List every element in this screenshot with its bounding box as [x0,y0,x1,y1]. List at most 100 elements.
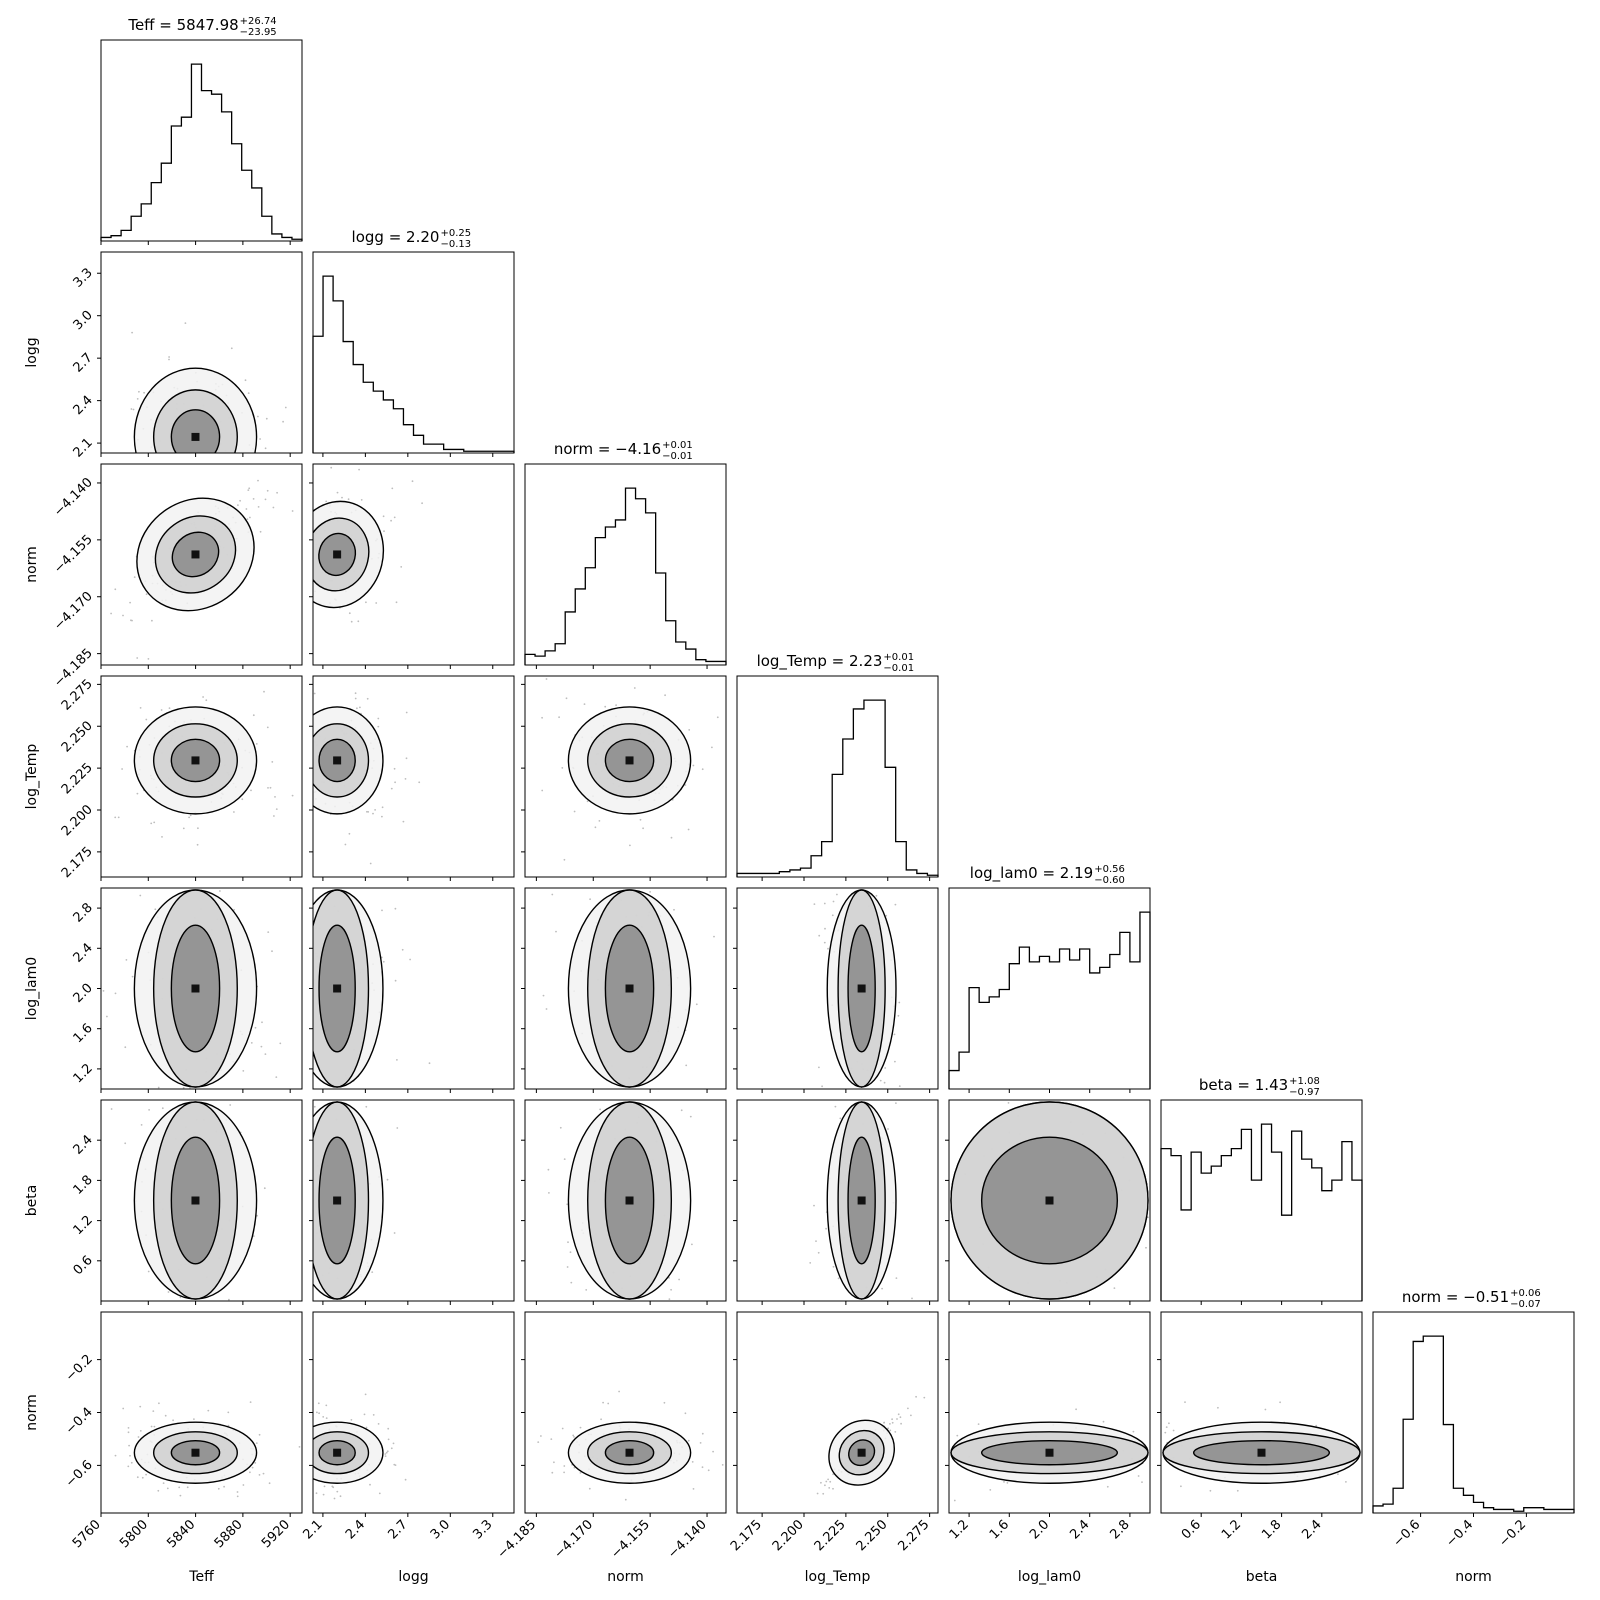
panel-frame [312,463,515,666]
x-tick-label: 2.200 [770,1517,807,1554]
density-contours [567,706,692,815]
panel-title: beta = 1.43 [1199,1076,1288,1094]
panel-frame [100,39,303,242]
x-tick-label: −0.6 [1390,1517,1423,1550]
panel-frame [100,463,303,666]
density-contours [567,1421,692,1484]
y-tick-label: 2.4 [71,393,96,418]
scatter-panel-norm-vs-Teff [97,463,303,669]
y-axis-label: norm [24,1394,40,1431]
title-minus-error: −23.95 [240,27,277,38]
histogram-panel-norm: norm = −4.16+0.01−0.01 [524,440,727,669]
title-plus-error: +0.25 [440,228,471,239]
x-tick-label: 2.0 [1027,1517,1052,1542]
x-tick-label: 1.8 [1259,1517,1284,1542]
x-tick-label: −4.155 [608,1517,653,1562]
title-plus-error: +26.74 [240,16,277,27]
panel-title: norm = −0.51 [1402,1288,1509,1306]
histogram-panel-Teff: Teff = 5847.98+26.74−23.95 [100,16,303,245]
scatter-panel-log_lam0-vs-Teff [97,887,303,1093]
histogram-steps [100,63,303,241]
x-tick-label: 2.225 [812,1517,849,1554]
x-tick-label: 1.2 [947,1517,972,1542]
x-tick-label: −0.4 [1443,1517,1476,1550]
y-tick-label: 2.225 [59,760,96,797]
y-tick-label: 1.6 [71,1021,96,1046]
density-contours [136,497,255,612]
panel-title: Teff = 5847.98 [127,16,238,34]
y-tick-label: 1.2 [71,1061,96,1086]
histogram-panel-logg: logg = 2.20+0.25−0.13 [312,228,515,457]
x-tick-label: −0.2 [1496,1517,1529,1550]
histogram-panel-log_Temp: log_Temp = 2.23+0.01−0.01 [736,652,939,881]
y-axis-label: beta [24,1185,40,1217]
histogram-steps [948,911,1151,1089]
scatter-panel-log_lam0-vs-norm [521,887,727,1093]
title-minus-error: −0.60 [1094,875,1125,886]
x-axis-label: logg [398,1569,428,1585]
y-tick-label: 2.250 [59,718,96,755]
x-tick-label: 2.275 [896,1517,933,1554]
scatter-panel-beta-vs-log_lam0 [945,1099,1151,1305]
scatter-panel-beta-vs-norm [521,1099,727,1305]
scatter-panel-log_Temp-vs-Teff [97,675,303,881]
histogram-steps [524,487,727,665]
x-tick-label: 3.0 [428,1517,453,1542]
density-contours [1162,1421,1361,1484]
panel-frame [100,1099,303,1302]
y-axis-label: log_lam0 [24,957,40,1020]
x-tick-label: 5840 [164,1517,198,1551]
panel-frame [736,675,939,878]
density-contours [133,367,258,453]
y-tick-label: 2.175 [59,844,96,881]
x-tick-label: −4.185 [495,1517,540,1562]
x-tick-label: 5760 [70,1517,104,1551]
x-tick-label: 5880 [212,1517,246,1551]
x-axis-label: log_lam0 [1018,1569,1081,1585]
y-tick-label: −0.6 [63,1458,96,1491]
panel-title: logg = 2.20 [352,228,440,246]
title-minus-error: −0.97 [1289,1087,1320,1098]
x-tick-label: −4.140 [665,1517,710,1562]
panel-title: log_Temp = 2.23 [757,652,883,671]
scatter-panel-norm-vs-beta [1157,1311,1363,1517]
x-tick-label: 2.7 [385,1517,410,1542]
density-contours [950,1421,1149,1484]
scatter-panel-beta-vs-log_Temp [733,1099,939,1305]
histogram-steps [1160,1123,1363,1301]
x-tick-label: 2.175 [728,1517,765,1554]
density-contours [313,1101,384,1300]
density-contours [950,1101,1149,1300]
density-contours [826,889,897,1088]
title-minus-error: −0.07 [1510,1299,1541,1310]
histogram-steps [1372,1335,1575,1513]
panel-frame [524,675,727,878]
x-axis-label: norm [607,1569,644,1585]
scatter-panel-log_lam0-vs-log_Temp [733,887,939,1093]
density-contours [567,889,692,1088]
scatter-panel-norm-vs-Teff [97,1311,303,1517]
histogram-panel-beta: beta = 1.43+1.08−0.97 [1160,1076,1363,1305]
title-plus-error: +0.56 [1094,864,1125,875]
scatter-panel-norm-vs-logg [309,463,515,669]
histogram-panel-norm: norm = −0.51+0.06−0.07 [1372,1288,1575,1517]
scatter-panel-beta-vs-Teff [97,1099,303,1305]
y-tick-label: −4.140 [51,475,96,520]
title-plus-error: +0.06 [1510,1288,1541,1299]
panel-frame [312,675,515,878]
y-tick-label: −4.155 [51,532,96,577]
scatter-panel-log_Temp-vs-logg [309,675,515,881]
scatter-panel-logg-vs-Teff [97,251,303,457]
x-tick-label: 2.8 [1107,1517,1132,1542]
scatter-panel-log_Temp-vs-norm [521,675,727,881]
panel-title: log_lam0 = 2.19 [970,864,1093,883]
y-tick-label: 2.200 [59,802,96,839]
title-plus-error: +0.01 [883,652,914,663]
y-tick-label: 2.7 [71,350,96,375]
y-tick-label: 2.8 [71,900,96,925]
scatter-panel-log_lam0-vs-logg [309,887,515,1093]
density-contours [567,1101,692,1300]
histogram-steps [736,699,939,877]
y-tick-label: −0.4 [63,1405,96,1438]
density-contours [828,1419,895,1486]
